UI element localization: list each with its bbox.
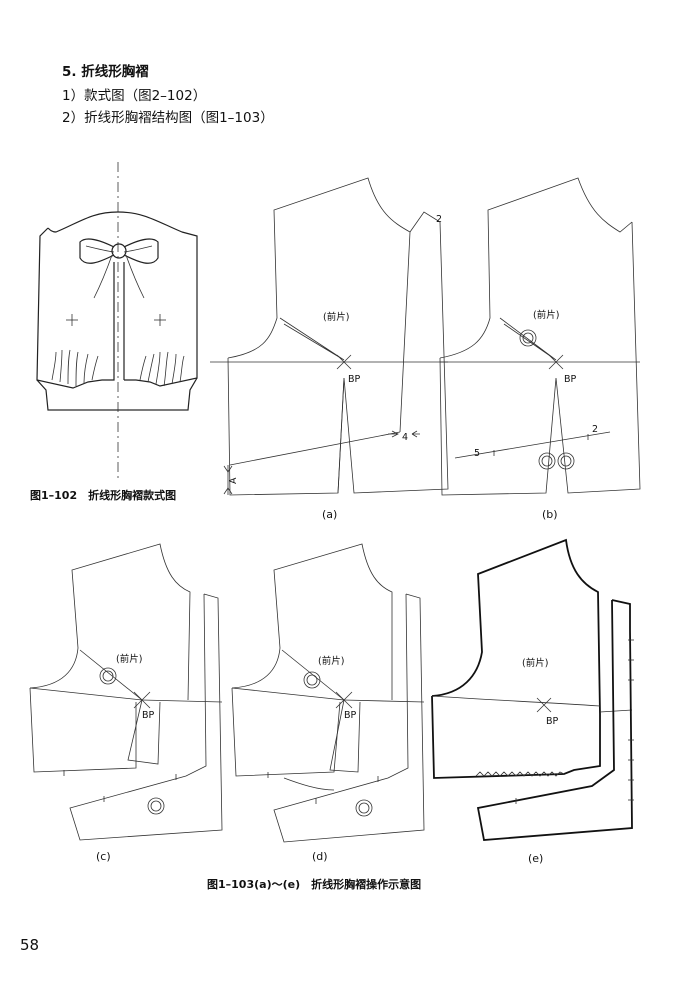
label-bp-e: BP — [546, 716, 559, 727]
label-front-e: (前片) — [522, 657, 548, 669]
pattern-figure-c: (前片) BP (c) — [29, 543, 223, 863]
subfig-a: (a) — [322, 508, 337, 521]
label-bp: BP — [348, 374, 361, 385]
label-5: 5 — [474, 448, 480, 459]
subsection-style-drawing: 1）款式图（图2–102） — [62, 88, 207, 104]
subfig-e: (e) — [528, 852, 543, 865]
label-bp-c: BP — [142, 710, 155, 721]
label-bp-b: BP — [564, 374, 577, 385]
label-4: 4 — [402, 432, 408, 443]
subfig-b: (b) — [542, 508, 558, 521]
subfig-d: (d) — [312, 850, 328, 863]
figure-caption-102: 图1–102 折线形胸褶款式图 — [30, 489, 177, 502]
page-number: 58 — [20, 936, 40, 954]
label-a-dim: A — [228, 477, 239, 484]
label-front: (前片) — [323, 311, 349, 323]
pattern-figure-d: (前片) BP (d) — [231, 543, 425, 863]
subfig-c: (c) — [96, 850, 111, 863]
label-bp-d: BP — [344, 710, 357, 721]
pattern-figure-a: 2 4 A (前片) BP (a) — [210, 177, 449, 521]
label-2b: 2 — [592, 424, 598, 435]
pattern-figure-e: (前片) BP (e) — [431, 538, 634, 865]
section-heading: 5. 折线形胸褶 — [62, 64, 149, 80]
label-2: 2 — [436, 214, 442, 225]
vest-style-drawing — [36, 162, 198, 480]
label-front-d: (前片) — [318, 655, 344, 667]
pattern-figure-b: 5 2 (前片) BP (b) — [439, 177, 641, 521]
figure-caption-103: 图1–103(a)～(e) 折线形胸褶操作示意图 — [207, 878, 422, 891]
label-front-c: (前片) — [116, 653, 142, 665]
label-front-b: (前片) — [533, 309, 559, 321]
subsection-structure-drawing: 2）折线形胸褶结构图（图1–103） — [62, 110, 274, 126]
